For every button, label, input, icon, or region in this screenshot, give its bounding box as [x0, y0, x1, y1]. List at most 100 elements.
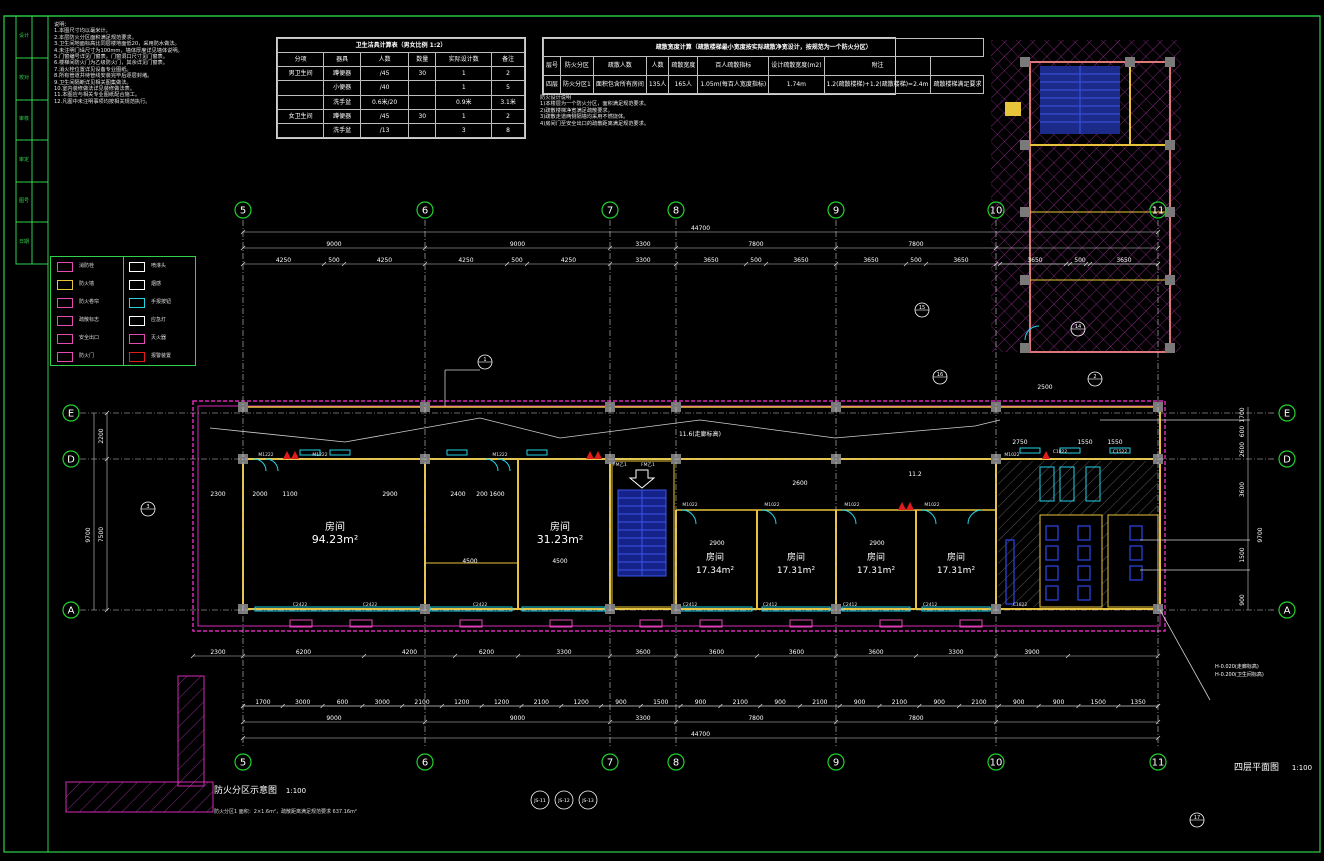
legend-row: 防火墙烟感 — [51, 275, 195, 293]
dimension-text: 900 — [854, 699, 866, 706]
window-strip — [1109, 447, 1131, 454]
dimension-tick — [1115, 703, 1121, 709]
dimension-tick — [361, 653, 367, 659]
dimension-tick — [877, 703, 882, 709]
dimension-tick — [280, 703, 286, 709]
column — [1020, 343, 1030, 353]
dimension-tick — [833, 719, 839, 725]
room-name: 房间 — [947, 551, 965, 563]
legend-symbol-icon — [57, 334, 73, 344]
legend-label: 手报按钮 — [151, 299, 172, 305]
axis-bubble-E — [1278, 404, 1296, 422]
room-name: 房间 — [787, 551, 805, 563]
dimension-tick — [422, 245, 428, 251]
dimension-text: 7800 — [748, 241, 763, 248]
ac-unit-symbol — [699, 619, 723, 628]
axis-bubble-11 — [1149, 753, 1167, 771]
dimension-text: 2100 — [733, 699, 748, 706]
dimension-text: 7500 — [98, 527, 105, 542]
room-area: 31.23m² — [537, 533, 584, 546]
dimension-text: 3650 — [863, 257, 878, 264]
ac-unit-symbol — [879, 619, 903, 628]
axis-bubble-9 — [827, 753, 845, 771]
legend-label: 消防栓 — [79, 263, 95, 269]
door-window-tag: C2412 — [763, 602, 778, 608]
table1-cell: /45 — [359, 108, 410, 124]
dimension-tick — [341, 261, 347, 267]
dimension-tick — [240, 245, 246, 251]
table1-header-cell: 实际设计数 — [435, 52, 493, 68]
dimension-tick — [1155, 245, 1161, 251]
axis-label: D — [1283, 455, 1291, 466]
axis-bubble-A — [62, 601, 80, 619]
axis-bubble-7 — [601, 753, 619, 771]
window-strip — [1059, 447, 1081, 454]
side-tab-label: 图号 — [19, 198, 29, 204]
ac-unit-symbol — [639, 619, 663, 628]
section-ref-label: JS-12 — [557, 798, 570, 804]
axis-bubble-5 — [234, 201, 252, 219]
axis-bubble-11 — [1149, 201, 1167, 219]
dimension-text: 3600 — [1239, 482, 1246, 497]
dimension-text: 500 — [328, 257, 340, 264]
axis-bubble-9 — [827, 201, 845, 219]
table2-cell: 1.2(疏散楼梯)+1.2(疏散楼梯)=2.4m — [823, 74, 932, 95]
table1-header-cell: 器具 — [323, 52, 361, 68]
legend-row: 消防栓 喷淋头 — [51, 257, 195, 275]
axis-label: 6 — [422, 758, 428, 769]
dimension-text: 900 — [1053, 699, 1065, 706]
legend-label: 疏散标志 — [79, 317, 100, 323]
legend-symbol-icon — [129, 352, 145, 362]
dimension-text: 2100 — [414, 699, 429, 706]
dimension-tick — [607, 261, 613, 267]
column — [1165, 140, 1175, 150]
fire-zone-title: 防火分区示意图 — [214, 786, 278, 796]
side-tab-label: 审定 — [19, 156, 29, 163]
table1-cell: 8 — [491, 122, 525, 139]
table1-header-cell: 人数 — [359, 52, 410, 68]
table2-header-cell: 防火分区 — [560, 56, 594, 76]
dimension-tick — [993, 719, 999, 725]
dimension-tick — [1155, 735, 1161, 741]
dimension-tick — [479, 703, 484, 709]
dimension-text: 7800 — [748, 715, 763, 722]
axis-bubble-A — [1278, 601, 1296, 619]
axis-label: 9 — [833, 206, 839, 217]
dimension-tick — [833, 245, 839, 251]
table1-cell: 洗手盆 — [323, 94, 361, 110]
table2-header-cell: 人数 — [645, 56, 670, 76]
side-tab-label: 日期 — [19, 239, 29, 245]
table1-cell: 1 — [435, 108, 493, 124]
dimension-tick — [1036, 703, 1041, 709]
door-window-tag: C1822 — [1013, 602, 1028, 608]
legend-row: 防火卷帘手报按钮 — [51, 293, 195, 311]
door-window-tag: M1022 — [924, 502, 939, 508]
legend-label: 安全出口 — [79, 335, 100, 341]
column — [1165, 207, 1175, 217]
dimension-text: 1200 — [494, 699, 509, 706]
dimension-text: 1600 — [489, 491, 504, 498]
door-window-tag: C2422 — [293, 602, 308, 608]
axis-bubble-E — [62, 404, 80, 422]
fire-zone-area-note: 防火分区1 面积：2×1.6m²，疏散距离满足规范要求 637.16m² — [214, 809, 357, 815]
dimension-tick — [678, 703, 683, 709]
dimension-tick — [1087, 261, 1093, 267]
dimension-text: 3300 — [556, 649, 571, 656]
dimension-text: 2500 — [1037, 384, 1052, 391]
legend-symbol-icon — [57, 352, 73, 362]
legend-label: 喷淋头 — [151, 263, 167, 269]
fire-zone-title-block: 防火分区示意图 1:100 — [214, 783, 306, 796]
toilet-area — [998, 461, 1159, 608]
dimension-tick — [452, 653, 458, 659]
dimension-tick — [1155, 653, 1161, 659]
dimension-tick — [996, 703, 1002, 709]
dimension-text: 3900 — [1024, 649, 1039, 656]
dimension-tick — [1155, 719, 1161, 725]
table2-header-cell: 层号 — [542, 56, 562, 76]
dimension-text: 9700 — [1257, 527, 1264, 542]
